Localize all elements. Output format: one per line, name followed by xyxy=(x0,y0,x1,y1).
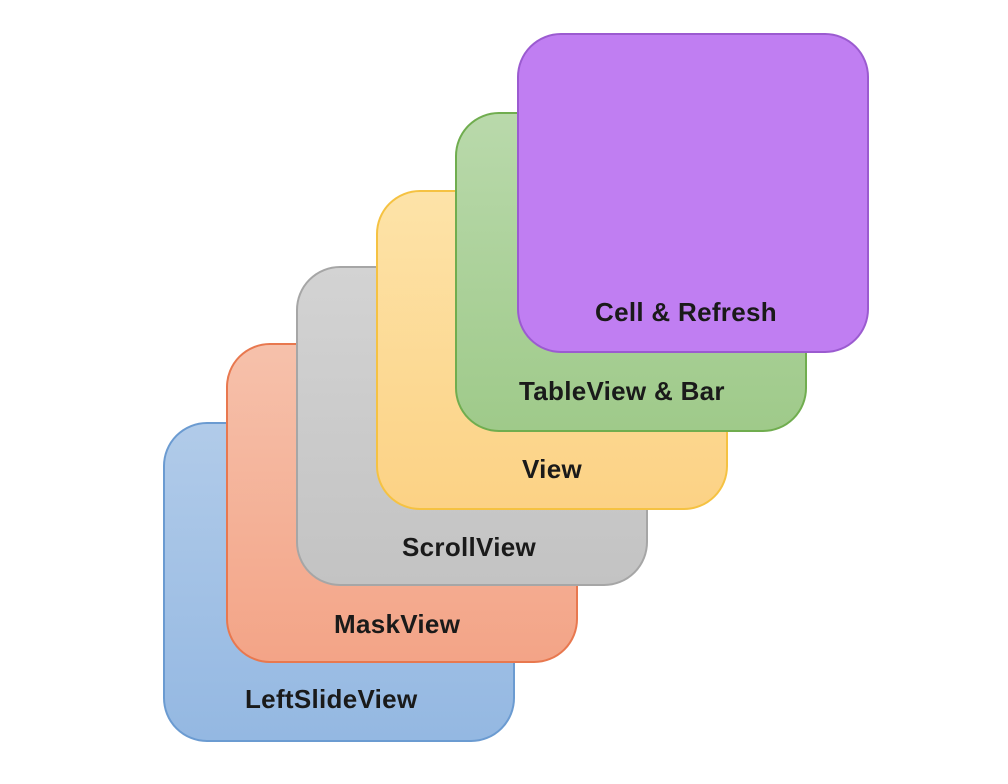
layer-label: MaskView xyxy=(334,609,461,639)
layer-cell-refresh: Cell & Refresh xyxy=(517,33,869,353)
layer-label: LeftSlideView xyxy=(245,684,418,714)
layer-label: Cell & Refresh xyxy=(595,297,777,327)
layer-label: ScrollView xyxy=(402,532,537,562)
layer-label: View xyxy=(522,454,582,484)
layer-label: TableView & Bar xyxy=(519,376,725,406)
